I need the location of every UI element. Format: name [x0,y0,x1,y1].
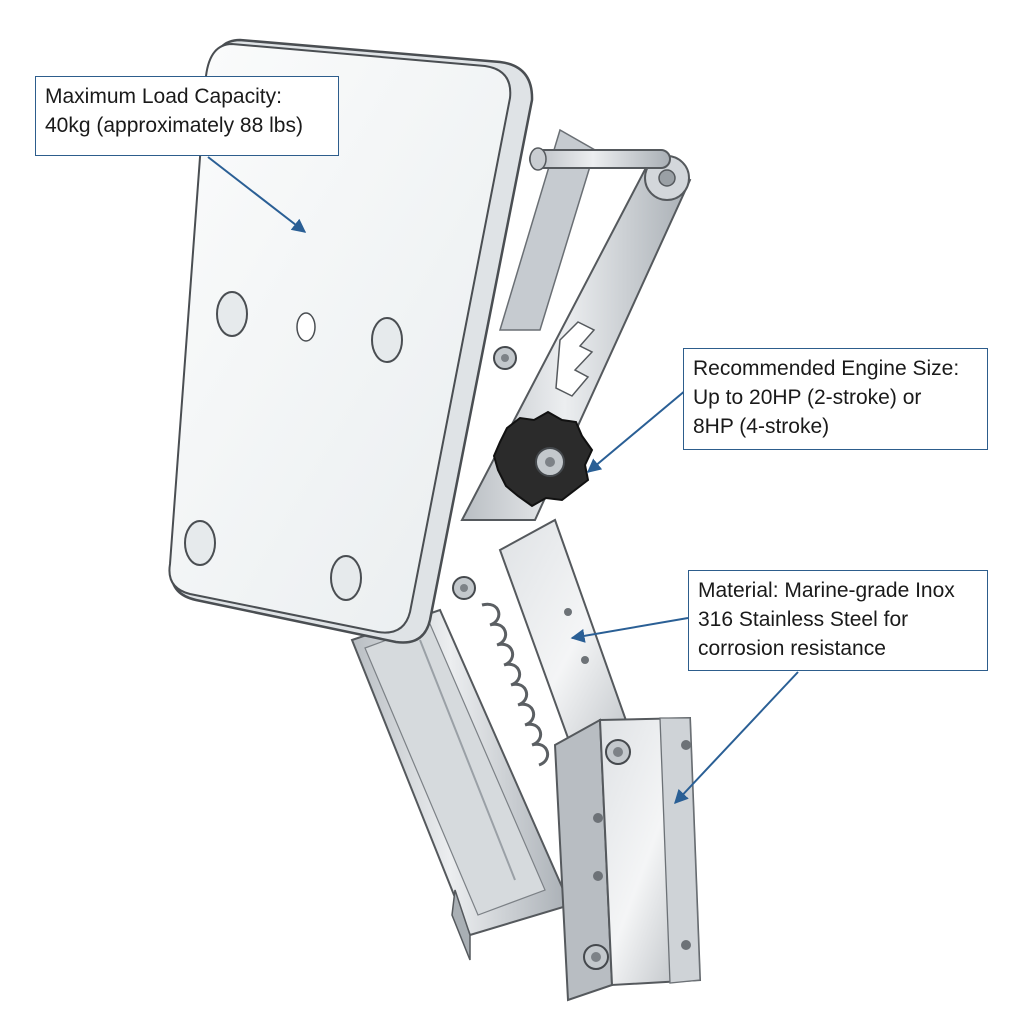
transom-bracket [553,716,702,1002]
arrow-material-bracket [674,671,799,805]
pivot-bolt-upper [493,346,517,370]
pivot-bolt-lower [452,576,476,600]
callout-engine-line1: Recommended Engine Size: [693,357,960,380]
arrow-load [207,156,307,233]
callout-load-line1: Maximum Load Capacity: [45,85,282,108]
callout-material: Material: Marine-grade Inox 316 Stainles… [688,570,988,671]
locking-knob [492,410,594,508]
callout-engine-line2: Up to 20HP (2-stroke) or [693,386,922,409]
callout-material-line3: corrosion resistance [698,637,886,660]
transom-bolt-top [605,739,631,765]
callout-load-line2: 40kg (approximately 88 lbs) [45,114,303,137]
callout-material-line2: 316 Stainless Steel for [698,608,909,631]
arrow-engine [586,389,687,473]
transom-bolt-bottom [583,944,609,970]
mounting-plate [168,38,534,644]
lower-arm [350,608,572,961]
cross-rod [529,147,671,171]
callout-material-line1: Material: Marine-grade Inox [698,579,955,602]
callout-engine-size: Recommended Engine Size: Up to 20HP (2-s… [683,348,988,450]
arrow-material-arm [570,617,689,643]
callout-engine-line3: 8HP (4-stroke) [693,415,830,438]
callout-load-capacity: Maximum Load Capacity: 40kg (approximate… [35,76,339,156]
spring [481,602,550,767]
